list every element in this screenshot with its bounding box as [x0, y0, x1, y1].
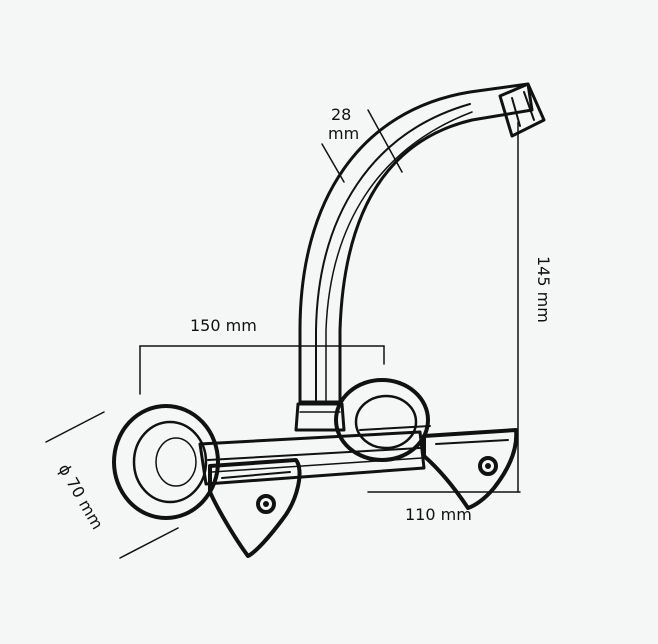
spout-diameter-value: 28 — [331, 105, 351, 124]
center-distance-label: 150 mm — [190, 316, 257, 335]
right-wall-flange — [334, 378, 431, 462]
flange-diameter-label: ϕ 70 mm — [55, 461, 108, 533]
left-handle — [208, 458, 302, 558]
spout-reach-label: 110 mm — [405, 505, 472, 524]
spout — [294, 82, 546, 432]
left-wall-flange — [112, 404, 220, 520]
dimension-lines — [45, 109, 521, 559]
spout-height-label: 145 mm — [534, 256, 553, 323]
spout-diameter-unit: mm — [328, 124, 359, 143]
right-handle — [422, 428, 519, 510]
